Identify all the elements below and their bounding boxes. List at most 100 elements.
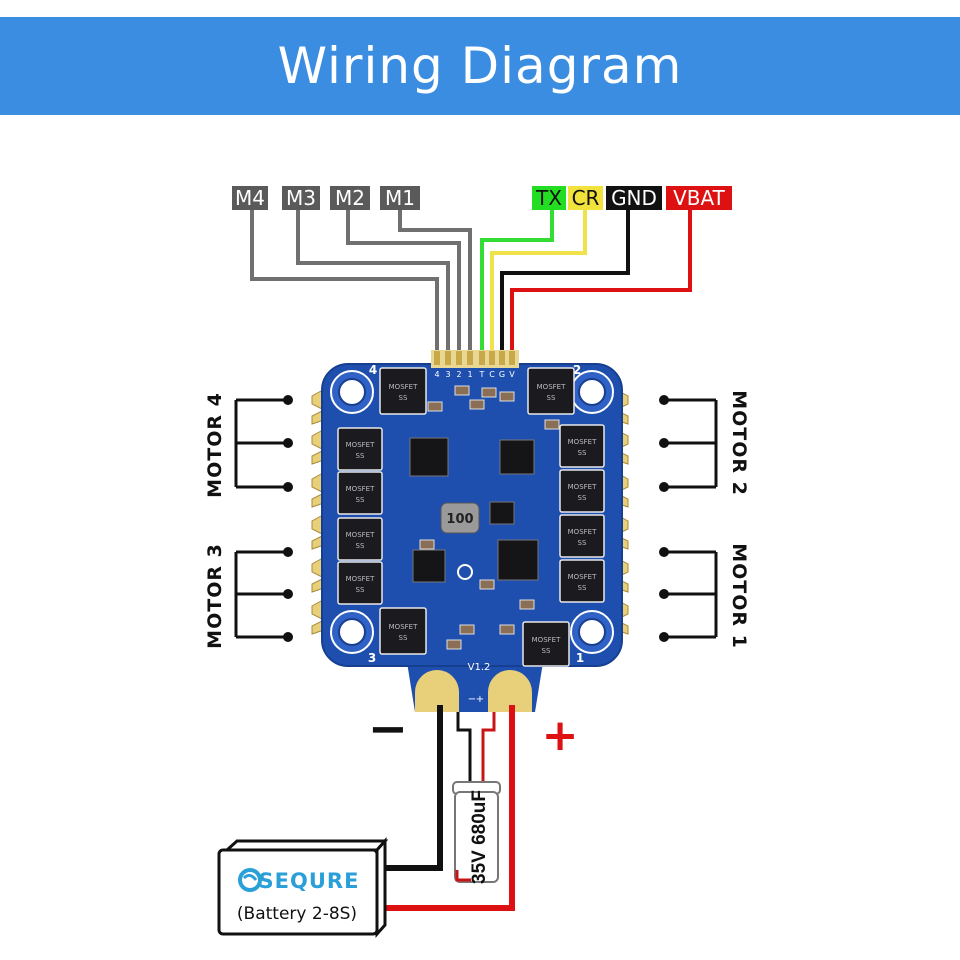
connector-pin (445, 351, 451, 365)
wire-m4 (250, 210, 439, 356)
smd-component (544, 419, 560, 430)
mosfet-code: SS (399, 394, 408, 402)
motor-2-terminal-dot (659, 482, 669, 492)
mosfet-label: MOSFET (537, 383, 566, 391)
label-vbat: VBAT (673, 186, 726, 210)
pin-label: G (499, 370, 505, 379)
mosfet (337, 517, 383, 561)
motor-1-terminal-dot (659, 632, 669, 642)
ic-chip (489, 501, 515, 525)
mounting-hole-center (338, 378, 366, 406)
smd-component (479, 579, 495, 590)
mosfet-label: MOSFET (389, 383, 418, 391)
motor-4-terminal-dot (283, 482, 293, 492)
board-plus-mark: + (541, 668, 554, 687)
mosfet (337, 427, 383, 471)
battery-brand: SEQURE (259, 869, 360, 893)
mosfet (559, 514, 605, 558)
capacitor-rating: 35V 680uF (469, 790, 490, 884)
mosfet (379, 367, 427, 415)
positive-power-pad (488, 670, 532, 712)
label-m2: M2 (335, 186, 365, 210)
motor-1-label: MOTOR 1 (728, 543, 750, 649)
battery: SEQURE (Battery 2-8S) (217, 837, 389, 938)
wire-m2 (346, 210, 461, 356)
corner-number: 3 (368, 651, 376, 665)
battery-negative-wire (383, 705, 443, 871)
smd-component (454, 385, 470, 396)
connector-pin (499, 351, 505, 365)
mosfet-code: SS (578, 449, 587, 457)
connector-pin (456, 351, 462, 365)
mosfet-label: MOSFET (389, 623, 418, 631)
negative-power-pad (415, 670, 459, 712)
motor-1-terminal-dot (659, 589, 669, 599)
label-box-m1 (380, 186, 420, 210)
capacitor-negative-lead (456, 712, 472, 783)
battery-positive-wire (383, 705, 515, 911)
pin-label: 4 (434, 370, 439, 379)
label-m4: M4 (235, 186, 265, 210)
mosfet-code: SS (578, 584, 587, 592)
battery-spec: (Battery 2-8S) (237, 904, 357, 924)
smd-component (481, 387, 497, 398)
mosfet (559, 559, 605, 603)
mosfet-code: SS (547, 394, 556, 402)
ic-chip (497, 539, 539, 581)
mosfet-label: MOSFET (346, 441, 375, 449)
pin-label: V (509, 370, 515, 379)
label-box-cr (568, 186, 603, 210)
capacitor-positive-lead (481, 712, 496, 783)
label-m3: M3 (286, 186, 316, 210)
negative-sign: − (368, 701, 408, 757)
signal-wires (250, 210, 692, 356)
mosfet-label: MOSFET (346, 485, 375, 493)
connector-pin (509, 351, 515, 365)
label-cr: CR (572, 186, 600, 210)
positive-sign: + (542, 710, 579, 761)
smd-component (499, 391, 515, 402)
pin-label: 3 (445, 370, 450, 379)
motor-1-terminal-dot (659, 547, 669, 557)
mosfet-label: MOSFET (568, 528, 597, 536)
smd-component (419, 539, 435, 550)
mosfet-code: SS (356, 542, 365, 550)
mosfet-code: SS (356, 496, 365, 504)
corner-number: 4 (369, 363, 377, 377)
wire-tx (480, 210, 554, 356)
label-tx: TX (535, 186, 562, 210)
mosfet (559, 424, 605, 468)
mosfet-code: SS (356, 586, 365, 594)
mounting-hole-center (578, 618, 606, 646)
label-box-m3 (282, 186, 320, 210)
mosfet (337, 471, 383, 515)
motor-3-terminal-dot (283, 632, 293, 642)
mosfet (559, 469, 605, 513)
wire-gnd (500, 210, 630, 356)
pad-plus-label: + (476, 694, 484, 705)
connector-pin (434, 351, 440, 365)
mounting-hole-center (578, 378, 606, 406)
mosfet-code: SS (578, 494, 587, 502)
wire-m3 (296, 210, 450, 356)
pin-label: 1 (467, 370, 472, 379)
motor-4-terminal-dot (283, 395, 293, 405)
corner-number: 1 (576, 651, 584, 665)
motor-3-label: MOTOR 3 (204, 543, 226, 649)
mosfet-label: MOSFET (568, 573, 597, 581)
smd-component (499, 624, 515, 635)
motor-connections (234, 395, 718, 642)
mosfet-label: MOSFET (532, 636, 561, 644)
mosfet-code: SS (578, 539, 587, 547)
mosfet (379, 607, 427, 655)
motor-3-terminal-dot (283, 589, 293, 599)
pin-label: C (489, 370, 495, 379)
mosfet-label: MOSFET (568, 438, 597, 446)
label-box-tx (532, 186, 566, 210)
page-title: Wiring Diagram (277, 37, 683, 95)
pin-label: T (479, 370, 485, 379)
mosfet (337, 561, 383, 605)
mosfet-code: SS (356, 452, 365, 460)
